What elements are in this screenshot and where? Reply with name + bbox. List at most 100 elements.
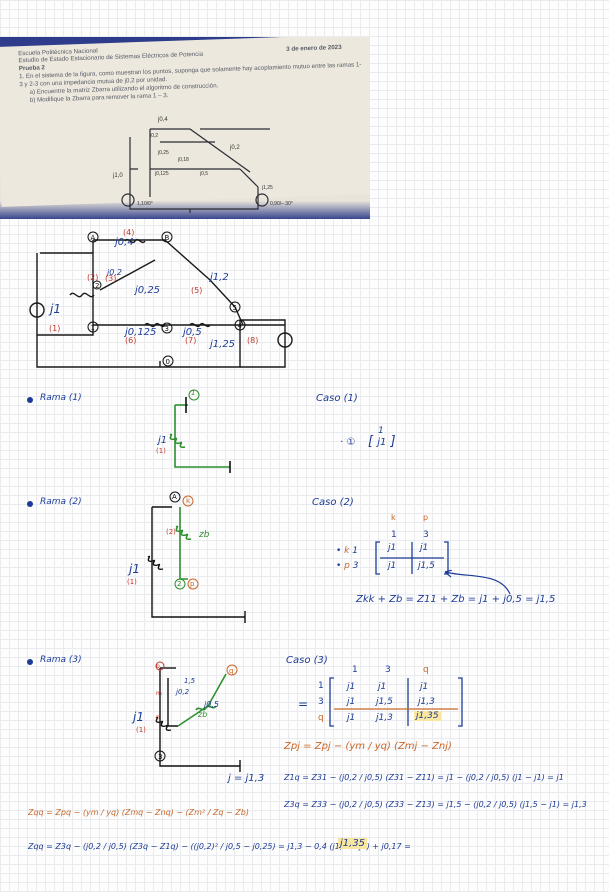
- caso2-m01: j1: [420, 543, 429, 553]
- caso3-m22: j1,35: [414, 711, 441, 721]
- caso2-col-1: 1: [391, 530, 397, 540]
- caso3-m10: j1: [347, 697, 356, 707]
- photo-source-left: 1,10/0°: [137, 201, 153, 207]
- caso1-value: j1: [377, 437, 387, 448]
- circuit-node-B: B: [165, 234, 170, 242]
- caso3-m01: j1: [378, 682, 387, 692]
- caso3-m20: j1: [347, 713, 356, 723]
- caso2-matrix-bracket: [375, 541, 449, 575]
- rama2-node-k: k: [186, 497, 191, 505]
- circuit-node-0: 0: [166, 358, 170, 366]
- circuit-tag-6: (6): [125, 336, 136, 345]
- circuit-node-1: 1: [91, 324, 95, 332]
- rama1-node: 1: [191, 389, 196, 397]
- caso3-row-1: 1: [318, 681, 324, 691]
- caso3-m11: j1,5: [376, 697, 393, 707]
- caso2-arrow: [444, 570, 511, 595]
- caso2-rowtag-3: 3: [352, 561, 359, 571]
- circuit-tag-7: (7): [185, 336, 196, 345]
- caso2-formula: Zkk + Zb = Z11 + Zb = j1 + j0,5 = j1,5: [356, 594, 556, 605]
- caso3-m02: j1: [420, 682, 429, 692]
- photo-label-j0125: j0,125: [154, 171, 169, 177]
- rama3-label-15: 1,5: [184, 677, 196, 685]
- circuit-tag-5: (5): [191, 286, 202, 295]
- rama3-diagram: [154, 661, 241, 772]
- photo-label-j10: j1,0: [112, 173, 123, 179]
- rama3-imp-left: j1: [133, 710, 144, 724]
- circuit-imp-mutual: j0,2: [106, 268, 122, 277]
- rama2-node-A: A: [172, 493, 177, 501]
- caso2-m11: j1,5: [418, 561, 435, 571]
- circuit-imp-left: j1: [48, 302, 61, 316]
- photo-label-j05: j0,5: [199, 171, 208, 177]
- caso2-m00: j1: [388, 543, 397, 553]
- caso2-row1-label: • k 1: [336, 546, 358, 556]
- photo-label-j02: j0,2: [149, 133, 158, 139]
- circuit-tag-1: (1): [49, 324, 60, 333]
- exam-circuit-diagram: j0,4 j0,2 j1,0 j0,25 j0,18 j0,125 j0,5 j…: [112, 117, 293, 213]
- circuit-imp-bottom-mid: j0,5: [181, 327, 202, 338]
- circuit-tag-8: (8): [247, 336, 258, 345]
- rama3-tag-left: (1): [136, 726, 146, 734]
- circuit-imp-right-diag: j1,2: [208, 272, 229, 283]
- circuit-node-4: 4: [238, 322, 243, 330]
- rama3-label-m: m: [156, 690, 162, 697]
- rama1-diagram: [169, 389, 231, 473]
- photo-label-j125: j1,25: [261, 185, 273, 191]
- caso2-coltag-k: k: [391, 513, 396, 522]
- handdrawn-circuit: j0,4 j0,2 j1 j0,25 j1,2 j0,125 j0,5 j1,2…: [29, 228, 293, 368]
- rama2-title: Rama (2): [40, 497, 82, 507]
- caso3-row-3: 3: [318, 697, 324, 707]
- bullet-rama2: [27, 501, 33, 507]
- caso2-rowtag-1: 1: [352, 546, 358, 556]
- caso3-equals: =: [298, 697, 309, 711]
- caso3-matrix-bracket: [329, 677, 463, 727]
- bullet-rama1: [27, 397, 33, 403]
- caso3-col-1: 1: [352, 665, 358, 675]
- circuit-node-3: 3: [165, 325, 169, 333]
- rama3-label-zb: zb: [198, 710, 208, 719]
- rama2-node-p: p: [190, 580, 195, 588]
- rama3-label-q: q: [229, 667, 234, 675]
- rama3-formula-zpq: Zpj = Zpj − (ym / yq) (Zmj − Znj): [284, 741, 452, 752]
- rama2-imp-left: j1: [129, 562, 140, 576]
- circuit-tag-3: (3): [105, 274, 116, 283]
- circuit-tag-4: (4): [123, 228, 134, 237]
- caso1-title: Caso (1): [316, 393, 358, 404]
- circuit-imp-top: j0,4: [113, 237, 134, 248]
- circuit-imp-right-shunt: j1,25: [208, 339, 235, 350]
- rama3-label-n: n: [156, 714, 160, 721]
- caso2-rowtag-k: k: [344, 546, 350, 556]
- caso1-col: 1: [378, 426, 384, 436]
- caso3-m12: j1,3: [418, 697, 435, 707]
- rama1-tag: (1): [156, 447, 166, 455]
- rama3-label-j02: j0,2: [176, 688, 190, 696]
- bullet-rama3: [27, 659, 33, 665]
- rama3-j13: j = j1,3: [228, 773, 265, 784]
- caso2-rowtag-p: p: [344, 561, 350, 571]
- rama3-label-3: 3: [158, 753, 163, 761]
- photo-source-right: 0,90/– 30°: [270, 201, 293, 207]
- rama3-j13-val: j1,3: [245, 773, 265, 784]
- rama3-zqq-result: j1,35: [338, 838, 368, 849]
- rama3-formula-zqq-gen: Zqq = Zpq − (ym / yq) (Zmq − Znq) − (Zm²…: [28, 808, 249, 817]
- circuit-imp-bottom-left: j0,125: [123, 327, 156, 338]
- caso3-row-q: q: [318, 713, 324, 723]
- caso3-col-q: q: [423, 665, 429, 675]
- rama2-zb: zb: [199, 530, 210, 540]
- caso3-col-3: 3: [385, 665, 391, 675]
- rama1-title: Rama (1): [40, 393, 82, 403]
- circuit-tag-2: (2): [87, 273, 98, 282]
- rama1-imp: j1: [158, 435, 168, 446]
- rama2-tag-mid: (2): [166, 528, 176, 536]
- caso2-col-3: 3: [423, 530, 429, 540]
- rama3-label-j05: j0,5: [204, 700, 219, 709]
- caso3-m00: j1: [347, 682, 356, 692]
- rama3-label-p: p: [156, 663, 160, 670]
- photo-label-j025: j0,25: [157, 150, 169, 156]
- rama3-formula-z1q: Z1q = Z31 − (j0,2 / j0,5) (Z31 − Z11) = …: [284, 773, 564, 782]
- caso2-coltag-p: p: [423, 513, 429, 522]
- photo-label-j04: j0,4: [157, 117, 168, 123]
- circuit-node-A: A: [91, 234, 96, 242]
- caso3-title: Caso (3): [286, 655, 328, 666]
